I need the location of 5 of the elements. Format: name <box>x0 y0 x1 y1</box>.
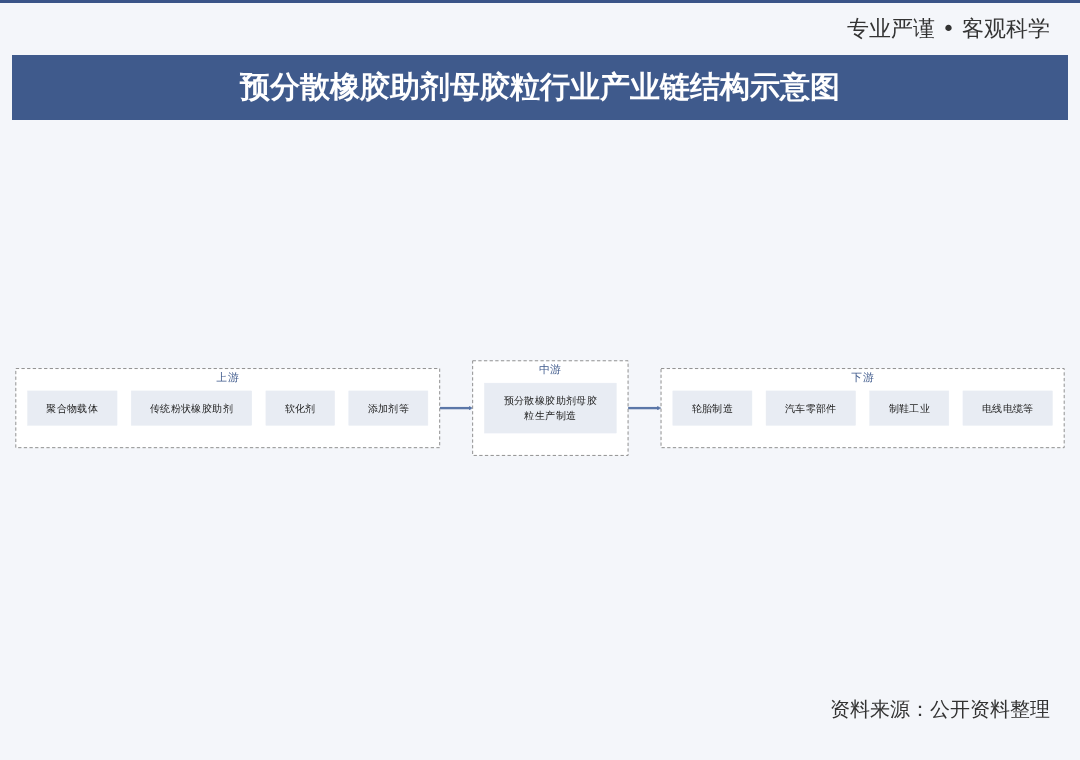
arrow <box>439 405 473 411</box>
title-banner: 预分散橡胶助剂母胶粒行业产业链结构示意图 <box>12 55 1068 120</box>
slogan-text: 专业严谨 • 客观科学 <box>847 15 1050 43</box>
arrow <box>628 405 662 411</box>
source-note: 资料来源：公开资料整理 <box>830 696 1050 723</box>
